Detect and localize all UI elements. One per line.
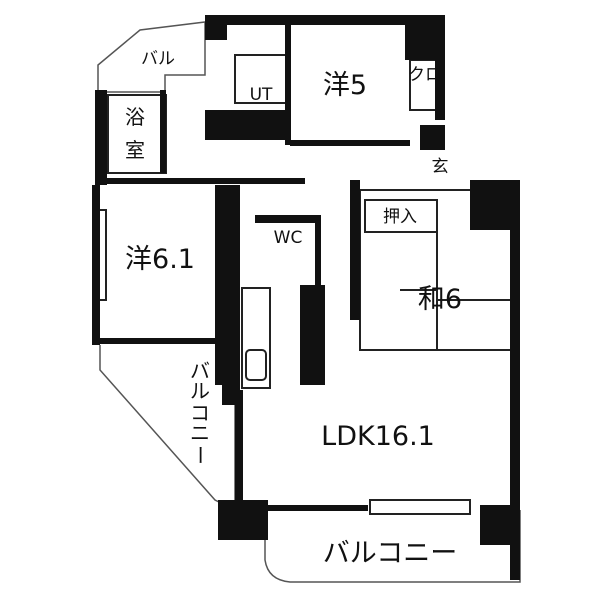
room-label-balcony-side: バ ル コ ニ ー (188, 359, 212, 465)
room-label-closet: クロ (408, 65, 442, 85)
room-label-western61: 洋6.1 (125, 244, 195, 275)
room-label-bath-1: 浴 (125, 105, 145, 129)
balcony-side-char: ニ (190, 421, 210, 445)
oshiire-outline (364, 199, 438, 233)
balcony-side-outline (99, 345, 236, 512)
room-label-utility: UT (250, 85, 273, 105)
room-label-oshiire: 押入 (383, 207, 417, 227)
balcony-bottom-outline (264, 510, 521, 583)
balcony-side-char: バ (190, 359, 210, 383)
balcony-side-char: ー (188, 445, 212, 465)
room-label-western5: 洋5 (323, 70, 367, 101)
sink-icon (245, 349, 267, 381)
walls (92, 15, 520, 580)
window-bottom (369, 499, 471, 515)
balcony-side-char: ル (190, 379, 210, 403)
room-label-balcony-top: バル (141, 49, 175, 69)
kitchen-counter (241, 287, 271, 389)
balcony-side-char: コ (190, 401, 210, 425)
room-label-entrance: 玄 (432, 157, 449, 177)
room-label-wc: WC (274, 228, 303, 248)
room-label-balcony-bottom: バルコニー (323, 538, 457, 569)
balcony-top-outline (97, 21, 206, 93)
room-label-ldk: LDK16.1 (321, 421, 435, 452)
room-label-japanese6: 和6 (418, 284, 462, 315)
room-label-bath-2: 室 (125, 138, 145, 162)
